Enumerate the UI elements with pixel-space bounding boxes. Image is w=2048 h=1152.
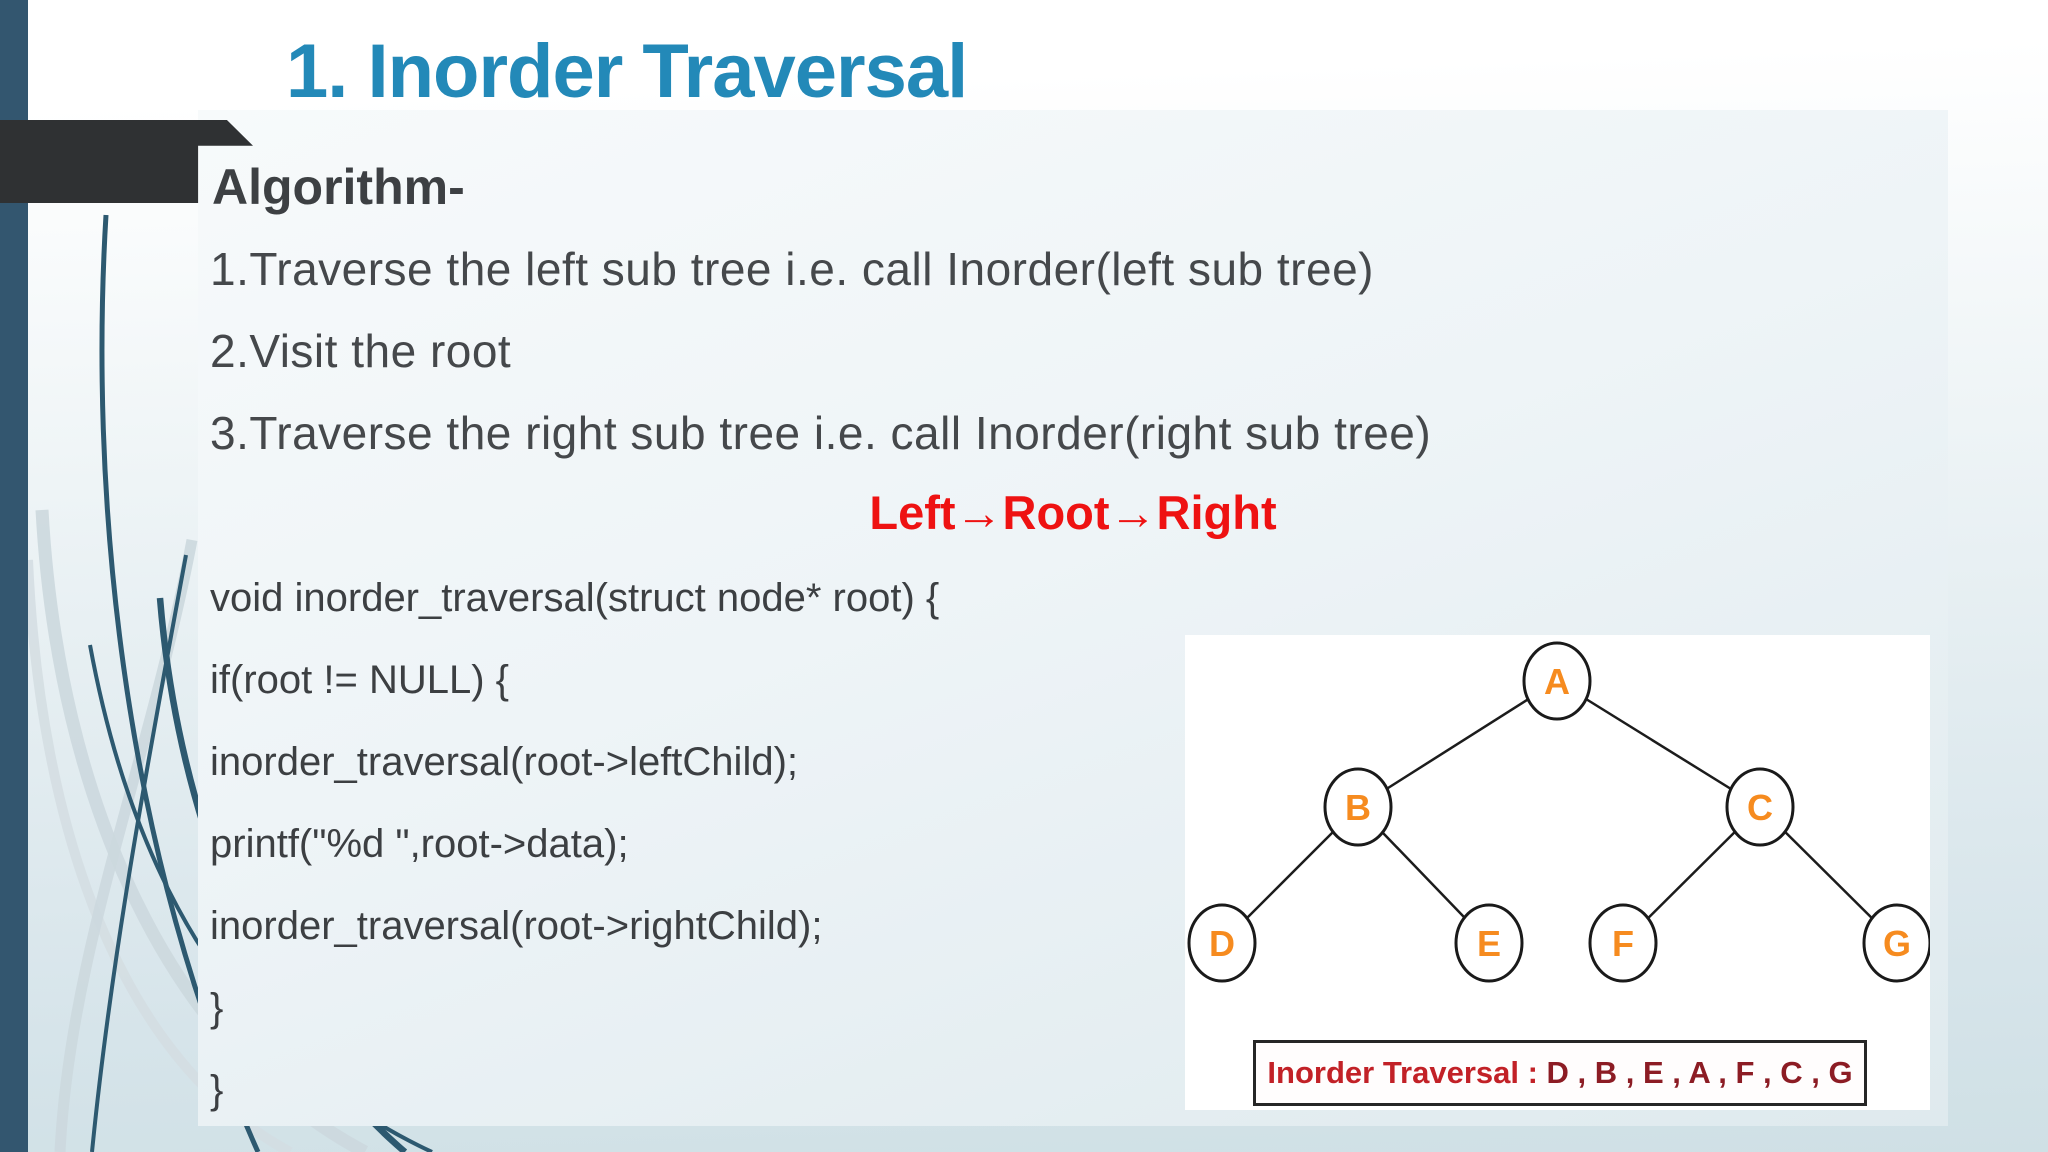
tree-node-label-g: G [1883, 923, 1911, 964]
code-line-7: } [210, 1068, 224, 1112]
code-line-2: if(root != NULL) { [210, 658, 510, 702]
code-line-3: inorder_traversal(root->leftChild); [210, 740, 799, 784]
traversal-order-formula: Left→Root→Right [869, 486, 1277, 539]
tree-node-g [1862, 903, 1930, 983]
algorithm-step-2: 2.Visit the root [210, 325, 512, 377]
algorithm-step-3: 3.Traverse the right sub tree i.e. call … [210, 407, 1432, 459]
tree-caption-box: Inorder Traversal : D , B , E , A , F , … [1253, 1040, 1867, 1106]
algorithm-step-1: 1.Traverse the left sub tree i.e. call I… [210, 243, 1374, 295]
code-line-5: inorder_traversal(root->rightChild); [210, 904, 823, 948]
code-line-6: } [210, 986, 224, 1030]
tree-node-c [1725, 767, 1795, 847]
algorithm-heading: Algorithm- [212, 159, 465, 215]
tree-edge-a-c [1556, 679, 1761, 809]
tree-node-label-a: A [1544, 661, 1570, 702]
tree-node-e [1454, 903, 1524, 983]
tree-caption-sequence: D , B , E , A , F , C , G [1546, 1055, 1853, 1090]
tree-node-d [1187, 903, 1257, 983]
tree-node-f [1588, 903, 1658, 983]
tree-figure: A B C D E F G Inorder Traversal : D , B , E , … [1185, 635, 1930, 1110]
tree-caption-label: Inorder Traversal : [1267, 1055, 1547, 1090]
tree-node-a [1522, 641, 1592, 721]
code-line-4: printf("%d ",root->data); [210, 822, 629, 866]
tree-node-label-f: F [1612, 923, 1634, 964]
tree-node-label-d: D [1209, 923, 1235, 964]
tree-edge-a-b [1357, 679, 1558, 809]
tree-node-label-e: E [1477, 923, 1501, 964]
tree-node-b [1323, 767, 1393, 847]
tree-node-label-c: C [1747, 787, 1773, 828]
binary-tree-diagram: A B C D E F G [1187, 641, 1930, 983]
tree-node-label-b: B [1345, 787, 1371, 828]
code-line-1: void inorder_traversal(struct node* root… [210, 576, 940, 620]
page-title: 1. Inorder Traversal [286, 29, 968, 114]
